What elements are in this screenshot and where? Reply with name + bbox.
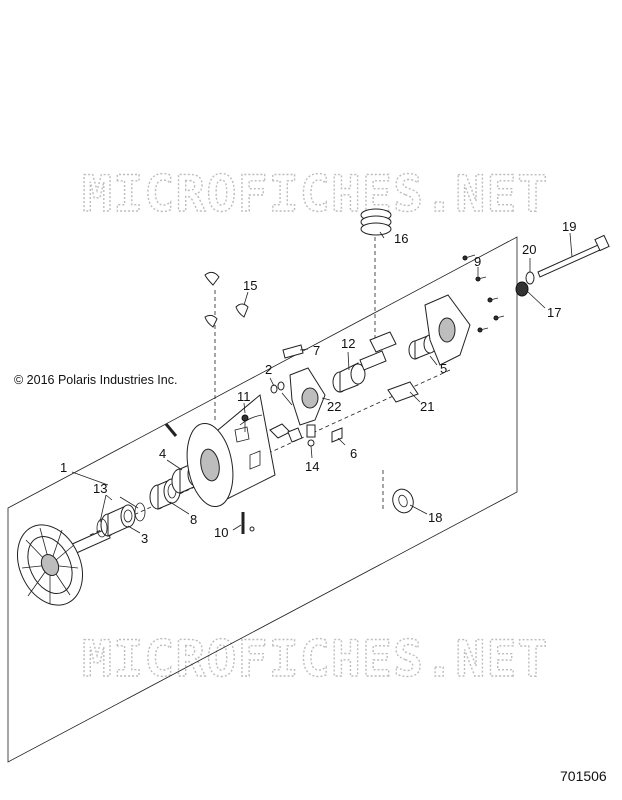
callout-6: 6	[350, 446, 357, 461]
diagram-id: 701506	[560, 768, 607, 784]
moveable-sheave	[186, 394, 276, 508]
callout-21: 21	[420, 399, 434, 414]
callout-13: 13	[93, 481, 107, 496]
callout-4: 4	[159, 446, 166, 461]
bushing-12	[332, 362, 366, 393]
screws-9	[462, 254, 505, 333]
callout-10: 10	[214, 525, 228, 540]
watermark-bottom: MICROFICHES.NET	[82, 630, 549, 688]
roller-brackets	[359, 331, 397, 371]
bearing-8	[149, 478, 181, 510]
callout-2: 2	[265, 362, 272, 377]
leader-lines	[71, 231, 573, 534]
callout-12: 12	[341, 336, 355, 351]
spider-22	[269, 367, 326, 443]
callout-5: 5	[440, 361, 447, 376]
callout-14: 14	[305, 459, 319, 474]
bolt-19	[537, 234, 610, 278]
callout-18: 18	[428, 510, 442, 525]
callout-17: 17	[547, 305, 561, 320]
washer-18	[392, 488, 414, 514]
callout-3: 3	[141, 531, 148, 546]
rivet-left	[164, 423, 178, 437]
washer-20	[525, 271, 535, 285]
clip-7	[282, 344, 304, 359]
fixed-sheave	[17, 524, 111, 606]
bolt-11	[241, 414, 249, 432]
callout-8: 8	[190, 512, 197, 527]
bracket-21	[387, 381, 419, 403]
spring-16	[360, 208, 392, 236]
snap-rings-13	[96, 502, 146, 538]
callout-15: 15	[243, 278, 257, 293]
pin-10	[241, 512, 255, 534]
callout-7: 7	[313, 343, 320, 358]
callout-9: 9	[474, 254, 481, 269]
callout-11: 11	[237, 389, 251, 404]
watermark-top: MICROFICHES.NET	[82, 165, 549, 223]
callout-16: 16	[394, 231, 408, 246]
copyright-notice: © 2016 Polaris Industries Inc.	[14, 373, 177, 387]
assembly-frame	[7, 236, 518, 763]
washer-17	[515, 281, 529, 297]
callout-22: 22	[327, 399, 341, 414]
button-14	[306, 424, 316, 447]
bushing-3	[100, 504, 136, 537]
callout-1: 1	[60, 460, 67, 475]
clips-15	[204, 271, 249, 328]
callout-20: 20	[522, 242, 536, 257]
callout-19: 19	[562, 219, 576, 234]
clip-6	[331, 427, 343, 443]
roller-2	[270, 381, 293, 406]
cover-plate	[424, 294, 471, 366]
